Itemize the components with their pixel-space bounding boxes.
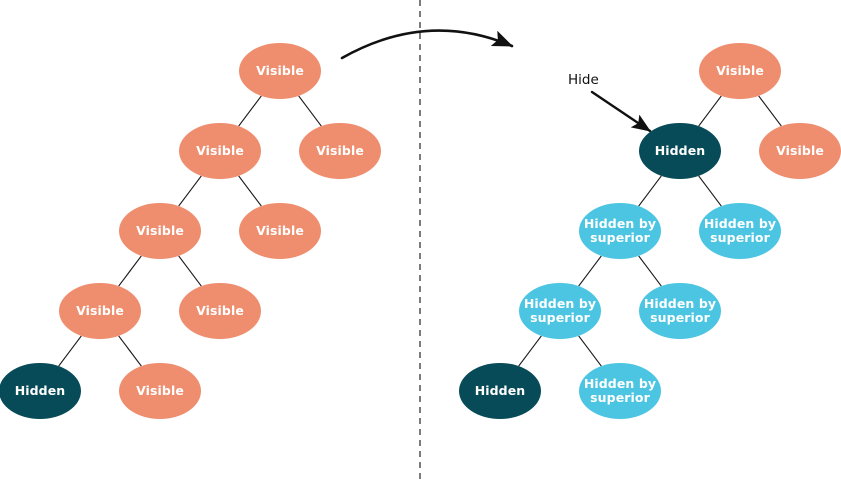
- tree-edge: [698, 175, 722, 207]
- transition-arrow: [340, 29, 514, 60]
- tree-edge: [518, 335, 542, 367]
- tree-node-label: Hidden: [654, 142, 706, 158]
- hide-annotation-label: Hide: [568, 72, 599, 88]
- tree-node-hidden-by-superior[interactable]: Hidden by superior: [519, 283, 601, 339]
- tree-node-label: Hidden by superior: [643, 295, 717, 325]
- left-tree-edges: [58, 95, 322, 367]
- tree-node-visible[interactable]: Visible: [699, 43, 781, 99]
- tree-node-hidden[interactable]: Hidden: [459, 363, 541, 419]
- right-tree-edges: [518, 95, 782, 367]
- tree-node-label: Hidden by superior: [703, 215, 777, 245]
- tree-edge: [638, 175, 662, 207]
- tree-edge: [178, 255, 202, 287]
- tree-node-label: Hidden by superior: [523, 295, 597, 325]
- tree-edge: [238, 95, 262, 127]
- tree-node-hidden-by-superior[interactable]: Hidden by superior: [579, 363, 661, 419]
- tree-edge: [298, 95, 322, 127]
- tree-edge: [638, 255, 662, 287]
- tree-edge: [578, 335, 602, 367]
- tree-node-label: Visible: [716, 62, 764, 78]
- tree-edge: [758, 95, 782, 127]
- tree-node-hidden-by-superior[interactable]: Hidden by superior: [579, 203, 661, 259]
- tree-edge: [578, 255, 602, 287]
- tree-edge: [178, 175, 202, 207]
- hide-arrow: [590, 90, 652, 133]
- tree-edge: [58, 335, 82, 367]
- tree-node-label: Hidden: [474, 382, 526, 398]
- tree-node-label: Visible: [776, 142, 824, 158]
- tree-edge: [118, 335, 142, 367]
- tree-node-hidden-by-superior[interactable]: Hidden by superior: [639, 283, 721, 339]
- tree-edge: [238, 175, 262, 207]
- tree-node-hidden[interactable]: Hidden: [639, 123, 721, 179]
- tree-node-label: Hidden by superior: [583, 375, 657, 405]
- tree-edge: [698, 95, 722, 127]
- tree-edge: [118, 255, 142, 287]
- tree-node-label: Hidden by superior: [583, 215, 657, 245]
- tree-node-hidden-by-superior[interactable]: Hidden by superior: [699, 203, 781, 259]
- tree-node-visible[interactable]: Visible: [759, 123, 841, 179]
